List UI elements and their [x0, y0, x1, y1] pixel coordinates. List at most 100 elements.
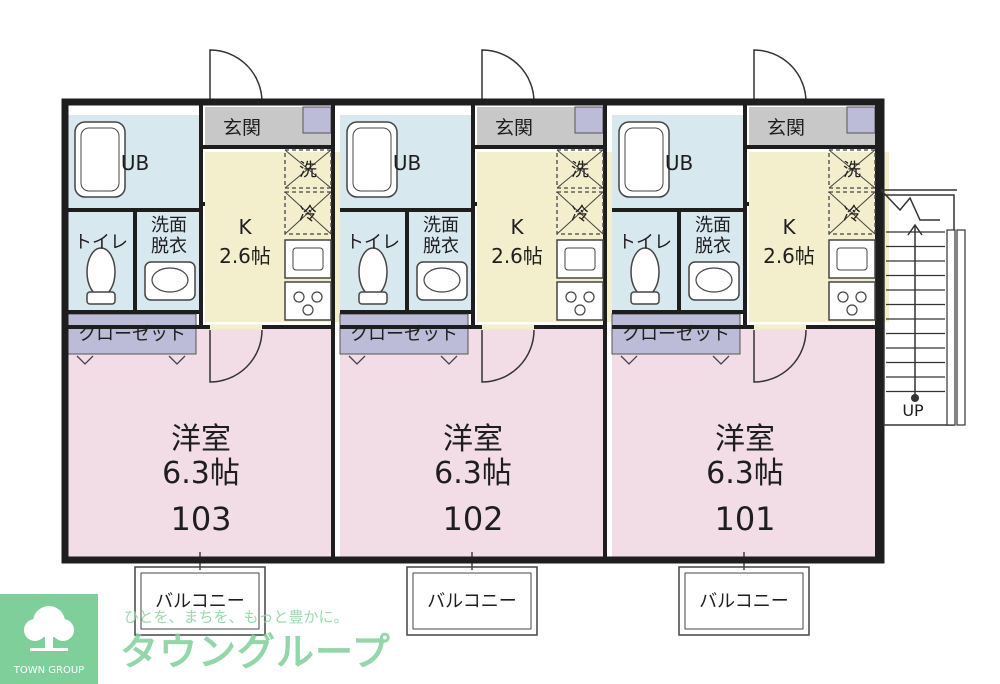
- room-door: [753, 329, 807, 383]
- entrance-label: 玄関: [767, 117, 805, 139]
- laundry-space: [828, 149, 876, 189]
- stove-burner-icon: [846, 304, 858, 316]
- balcony-label: バルコニー: [699, 591, 789, 612]
- wash-basin-bowl: [151, 267, 189, 293]
- balcony-inner: [412, 572, 532, 630]
- stove-burner-icon: [565, 291, 577, 303]
- room-size: 6.3帖: [706, 456, 784, 491]
- room-label: 洋室: [171, 422, 231, 457]
- bathtub-inner: [80, 127, 120, 192]
- toilet-label: トイレ: [346, 232, 400, 253]
- fridge-space: [284, 191, 332, 235]
- fridge-cross: [828, 191, 876, 235]
- balcony-label: バルコニー: [427, 591, 517, 612]
- closet: [339, 313, 469, 355]
- logo-text: TOWN GROUP: [13, 665, 84, 676]
- bathtub: [346, 121, 398, 198]
- entrance-label: 玄関: [495, 117, 533, 139]
- room-size: 6.3帖: [162, 456, 240, 491]
- kitchen-sink-bowl: [564, 247, 596, 271]
- kitchen-sink: [556, 239, 604, 279]
- stove-burner-icon: [855, 291, 867, 303]
- watermark: TOWN GROUP ひとを、まちを、もっと豊かに。 タウングループ: [0, 594, 391, 684]
- toilet-bowl: [358, 247, 388, 297]
- kitchen-size: 2.6帖: [491, 244, 543, 268]
- entrance-label: 玄関: [223, 117, 261, 139]
- toilet-bowl: [630, 247, 660, 297]
- balcony-label: バルコニー: [155, 591, 245, 612]
- stove: [828, 281, 876, 321]
- closet-door-mark: [348, 355, 366, 365]
- closet: [611, 313, 741, 355]
- toilet-tank: [630, 291, 660, 305]
- room-size: 6.3帖: [434, 456, 512, 491]
- stairs-up-label: UP: [902, 401, 924, 420]
- balcony-inner: [684, 572, 804, 630]
- closet-door-mark: [76, 355, 94, 365]
- closet-door-mark: [440, 355, 458, 365]
- closet-label: クローゼット: [78, 324, 186, 345]
- toilet-tank: [358, 291, 388, 305]
- kitchen-sink: [284, 239, 332, 279]
- entrance-door: [209, 49, 263, 103]
- kitchen-label: K: [238, 215, 252, 239]
- laundry-cross: [284, 149, 332, 189]
- toilet-bowl: [86, 247, 116, 297]
- stove-burner-icon: [583, 291, 595, 303]
- kitchen-sink-bowl: [292, 247, 324, 271]
- wash-label-1: 洗面: [423, 215, 459, 236]
- stove: [284, 281, 332, 321]
- entrance-door: [753, 49, 807, 103]
- wash-label-2: 脱衣: [695, 236, 731, 257]
- stove-burner-icon: [293, 291, 305, 303]
- room-door: [481, 329, 535, 383]
- kitchen-label: K: [782, 215, 796, 239]
- wash-label-2: 脱衣: [151, 236, 187, 257]
- room-door: [209, 329, 263, 383]
- laundry-label: 洗: [299, 160, 317, 181]
- toilet-label: トイレ: [74, 232, 128, 253]
- bathtub: [74, 121, 126, 198]
- bath-label: UB: [665, 151, 693, 175]
- western-room: [612, 327, 876, 557]
- fridge-space: [556, 191, 604, 235]
- fridge-space: [828, 191, 876, 235]
- fridge-label: 冷: [571, 204, 589, 225]
- western-room: [68, 327, 332, 557]
- toilet-tank: [86, 291, 116, 305]
- balcony: [134, 566, 266, 636]
- closet-door-mark: [712, 355, 730, 365]
- wash-label-1: 洗面: [695, 215, 731, 236]
- unit-number: 101: [714, 500, 775, 538]
- kitchen-size: 2.6帖: [219, 244, 271, 268]
- wash-basin-bowl: [423, 267, 461, 293]
- shoe-box: [846, 106, 876, 134]
- watermark-brand: タウングループ: [120, 630, 391, 674]
- laundry-cross: [556, 149, 604, 189]
- bathtub: [618, 121, 670, 198]
- staircase: UP: [880, 189, 966, 426]
- closet-door-mark: [620, 355, 638, 365]
- fridge-cross: [284, 191, 332, 235]
- wash-label-2: 脱衣: [423, 236, 459, 257]
- laundry-label: 洗: [843, 160, 861, 181]
- laundry-label: 洗: [571, 160, 589, 181]
- wash-label-1: 洗面: [151, 215, 187, 236]
- kitchen-sink-bowl: [836, 247, 868, 271]
- laundry-cross: [828, 149, 876, 189]
- unit-number: 102: [442, 500, 503, 538]
- bath-label: UB: [393, 151, 421, 175]
- stove-burner-icon: [574, 304, 586, 316]
- room-label: 洋室: [443, 422, 503, 457]
- room-label: 洋室: [715, 422, 775, 457]
- stove-burner-icon: [837, 291, 849, 303]
- fridge-label: 冷: [299, 204, 317, 225]
- fridge-cross: [556, 191, 604, 235]
- shoe-box: [302, 106, 332, 134]
- entrance-door: [481, 49, 535, 103]
- closet-door-mark: [168, 355, 186, 365]
- stove-burner-icon: [302, 304, 314, 316]
